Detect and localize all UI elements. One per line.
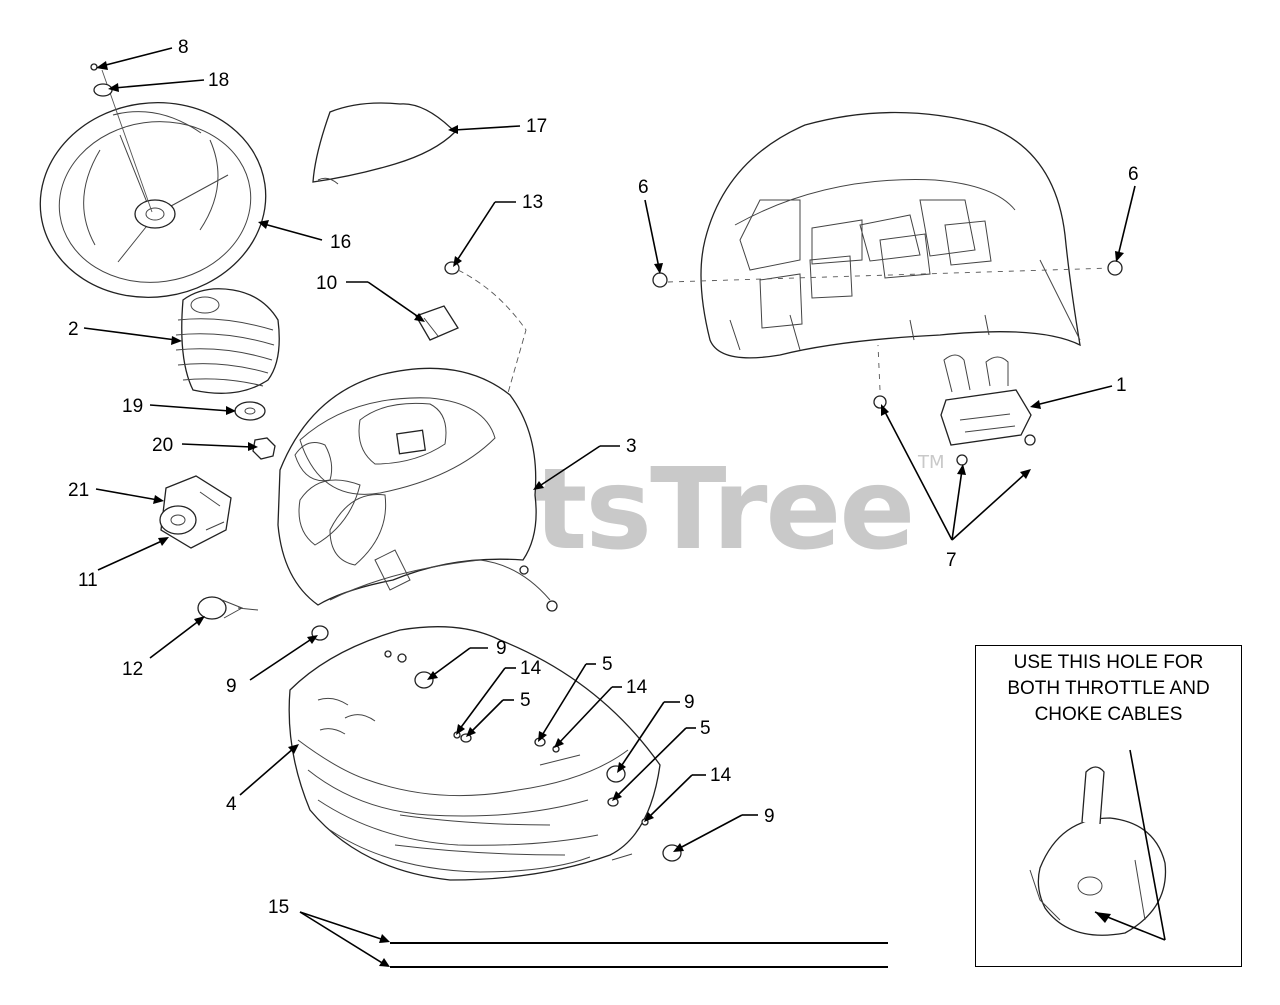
callout-15: 15	[268, 897, 289, 918]
nut	[252, 437, 276, 460]
callout-14-c: 14	[710, 765, 732, 786]
callout-19: 19	[122, 396, 143, 417]
steering-wheel	[39, 69, 267, 298]
wheel-cap	[90, 63, 113, 97]
callout-5-b: 5	[602, 654, 613, 675]
callout-9-bottom: 9	[764, 806, 775, 827]
inset-panel: USE THIS HOLE FOR BOTH THROTTLE AND CHOK…	[975, 645, 1242, 967]
dash-panel	[277, 367, 558, 612]
callout-14-b: 14	[626, 677, 648, 698]
cables	[390, 942, 888, 968]
callout-2: 2	[68, 319, 79, 340]
callout-6-right: 6	[1128, 164, 1139, 185]
callout-11: 11	[78, 570, 98, 591]
callout-17: 17	[526, 116, 547, 137]
callout-9-mid: 9	[496, 638, 507, 659]
callout-13: 13	[522, 192, 543, 213]
callout-9-right: 9	[684, 692, 695, 713]
washer	[234, 401, 266, 421]
callout-6-left: 6	[638, 177, 649, 198]
knob	[197, 596, 259, 620]
watermark-tm: TM	[917, 452, 945, 473]
callout-10: 10	[316, 273, 337, 294]
steering-boot	[175, 288, 280, 394]
bushings	[652, 260, 1123, 288]
callout-14-a: 14	[520, 658, 542, 679]
callout-12: 12	[122, 659, 143, 680]
callout-3: 3	[626, 436, 637, 457]
callout-20: 20	[152, 435, 173, 456]
callout-5-c: 5	[700, 718, 711, 739]
callout-5-a: 5	[520, 690, 531, 711]
callout-9-left: 9	[226, 676, 237, 697]
callout-4: 4	[226, 794, 237, 815]
cover-flap	[312, 102, 456, 185]
ignition-switch	[159, 475, 232, 549]
callout-16: 16	[330, 232, 351, 253]
callout-7: 7	[946, 550, 957, 571]
callout-21: 21	[68, 480, 89, 501]
callout-18: 18	[208, 70, 229, 91]
inset-note: USE THIS HOLE FOR BOTH THROTTLE AND CHOK…	[1007, 652, 1210, 725]
leaders	[83, 47, 1136, 967]
callout-8: 8	[178, 37, 189, 58]
clip-10	[415, 305, 459, 341]
hood-assembly	[667, 111, 1113, 391]
callout-1: 1	[1116, 375, 1127, 396]
callout-labels: 8 18 17 16 13 10 2 19 20 3 21 11 12 9 9 …	[68, 37, 1139, 918]
inset-illustration	[1029, 749, 1167, 941]
throttle-control	[873, 354, 1036, 466]
